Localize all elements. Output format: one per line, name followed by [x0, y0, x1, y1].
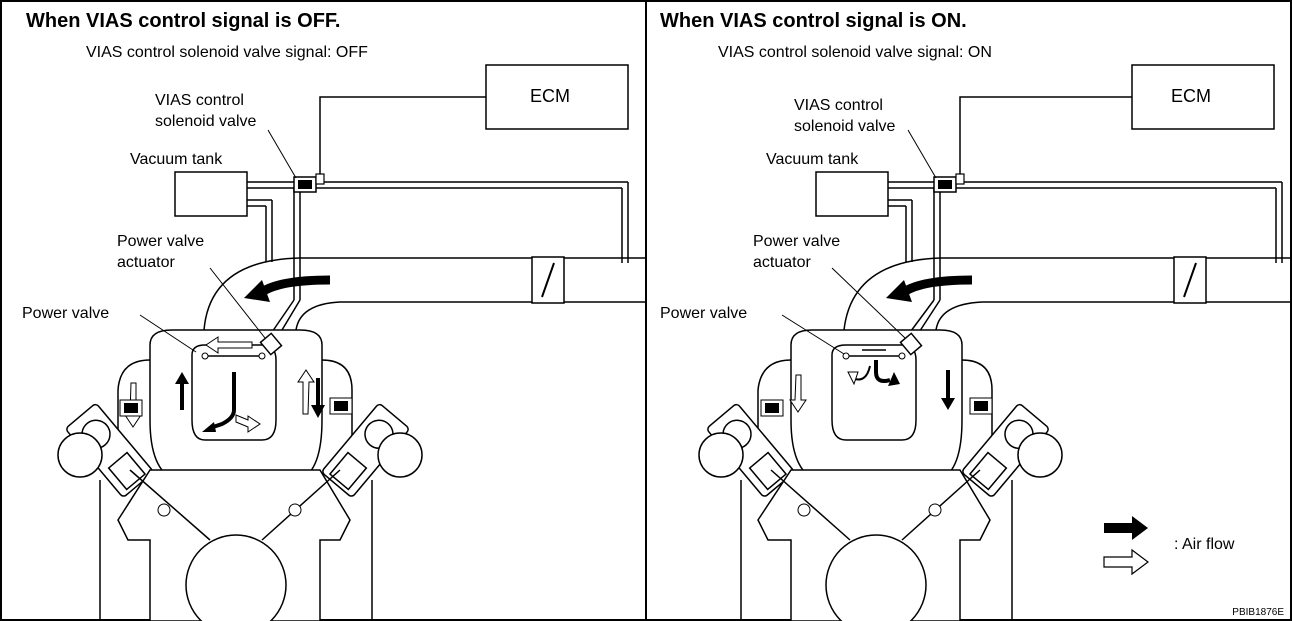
ecm-label: ECM	[1171, 86, 1211, 106]
power-valve-label: Power valve	[22, 304, 109, 324]
solenoid-valve-label: VIAS control solenoid valve	[155, 90, 256, 132]
panel-signal-on: When VIAS control signal is ON. VIAS con…	[646, 0, 1292, 621]
panel-title: When VIAS control signal is OFF.	[26, 10, 340, 33]
actuator-label: Power valve actuator	[753, 231, 840, 273]
power-valve-label: Power valve	[660, 304, 747, 324]
signal-state-label: VIAS control solenoid valve signal: ON	[718, 43, 992, 63]
legend-air-flow-label: : Air flow	[1174, 536, 1234, 554]
panel-title: When VIAS control signal is ON.	[660, 10, 967, 33]
legend-white-arrow	[1104, 550, 1148, 574]
ecm-label: ECM	[530, 86, 570, 106]
signal-state-label: VIAS control solenoid valve signal: OFF	[86, 43, 368, 63]
legend-black-arrow	[1104, 516, 1148, 540]
actuator-label: Power valve actuator	[117, 231, 204, 273]
panel-signal-off: When VIAS control signal is OFF. VIAS co…	[0, 0, 646, 621]
solenoid-valve-label: VIAS control solenoid valve	[794, 95, 895, 137]
figure-code: PBIB1876E	[1232, 607, 1284, 618]
vacuum-tank-label: Vacuum tank	[766, 150, 858, 170]
vacuum-tank-label: Vacuum tank	[130, 150, 222, 170]
